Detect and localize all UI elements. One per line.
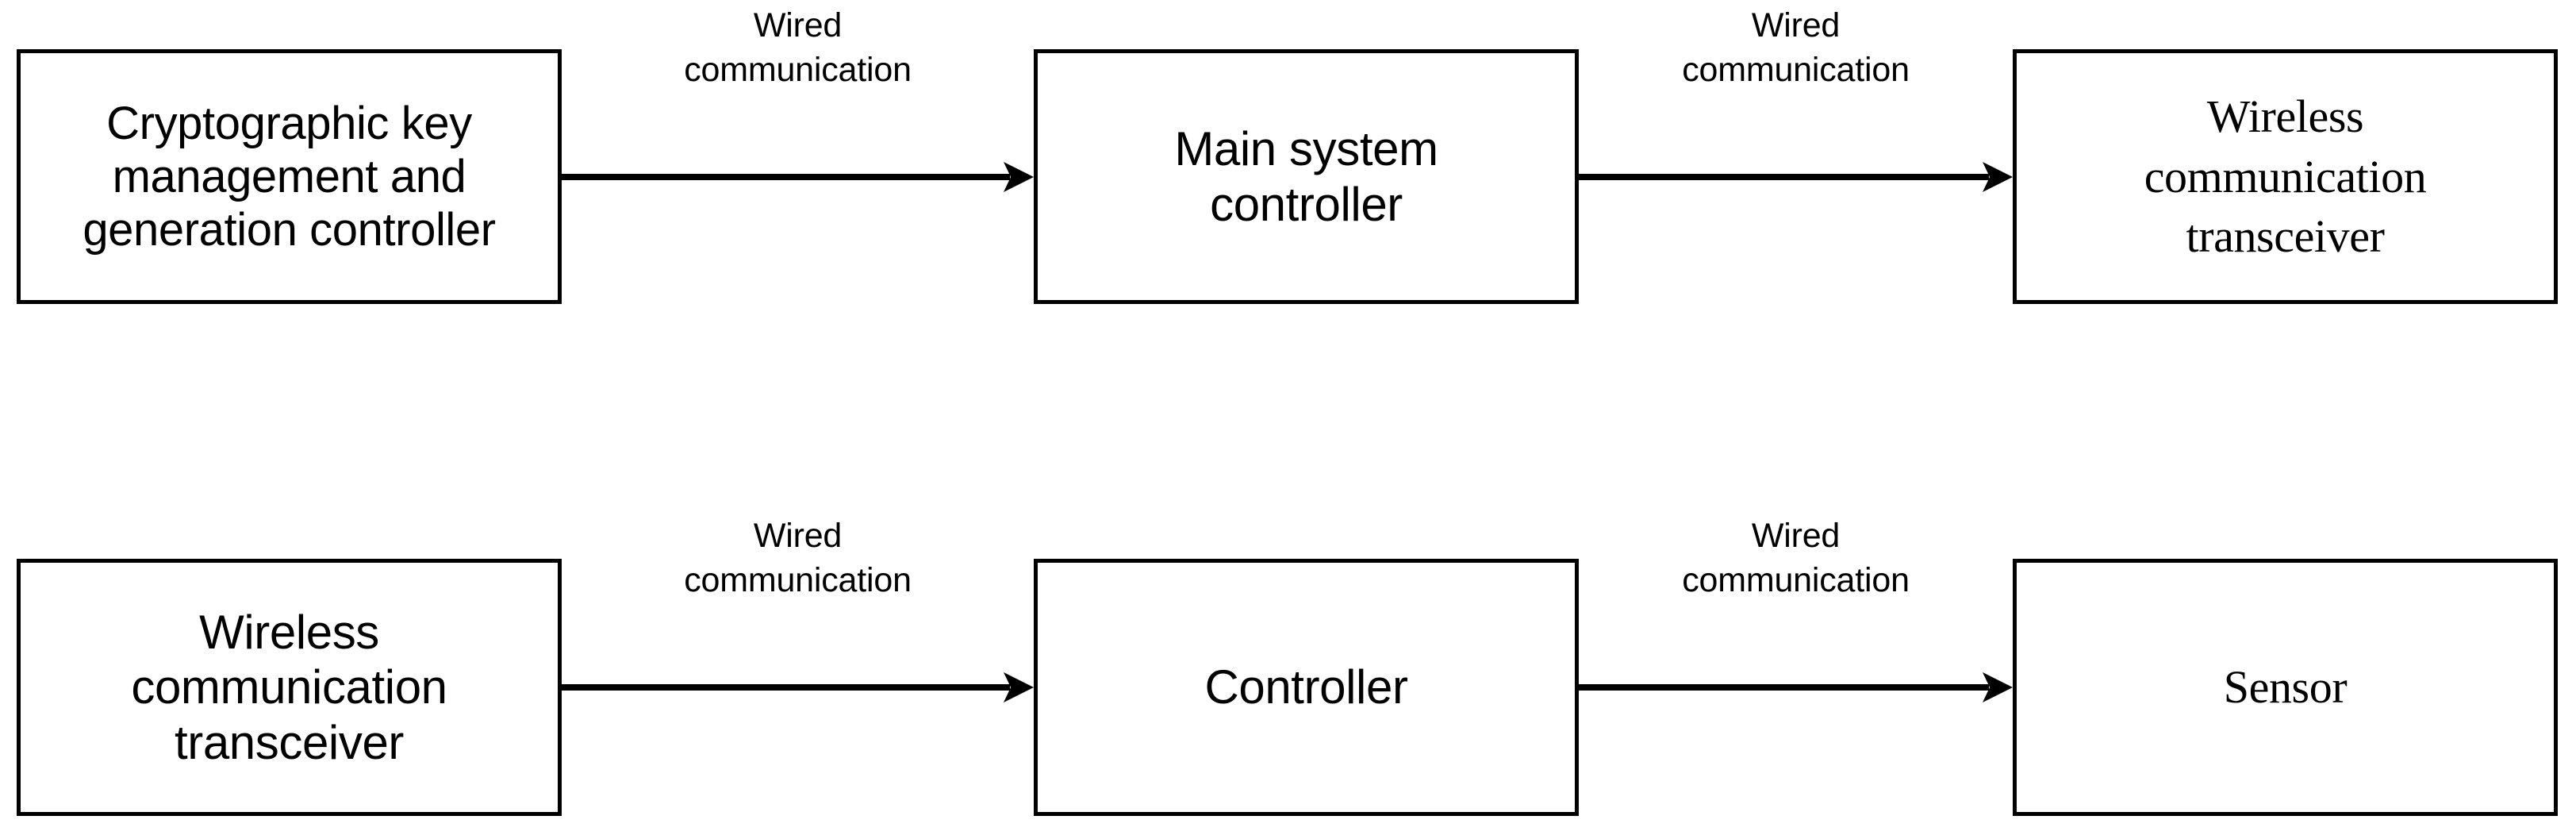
node-label: Wireless communication transceiver — [131, 605, 447, 769]
edge-label-crypto-to-main: Wired communication — [684, 6, 912, 89]
node-controller[interactable]: Controller — [1034, 559, 1579, 816]
node-label: Cryptographic key management and generat… — [83, 97, 496, 256]
node-main-system-controller[interactable]: Main system controller — [1034, 49, 1579, 304]
node-cryptographic-key-management-and-generation-controller[interactable]: Cryptographic key management and generat… — [17, 49, 562, 304]
edge-label-wireless-to-controller: Wired communication — [684, 517, 912, 599]
node-label: Sensor — [2223, 661, 2348, 714]
arrowhead-right-icon — [1979, 160, 2013, 194]
arrowhead-right-icon — [1000, 160, 1034, 194]
arrowhead-right-icon — [1000, 671, 1034, 704]
edge-label-controller-to-sensor: Wired communication — [1682, 517, 1910, 599]
node-label: Controller — [1204, 660, 1408, 714]
node-wireless-communication-transceiver-top[interactable]: Wireless communication transceiver — [2013, 49, 2558, 304]
edge-line — [562, 684, 1010, 691]
node-label: Wireless communication transceiver — [2144, 90, 2427, 263]
node-wireless-communication-transceiver-bottom[interactable]: Wireless communication transceiver — [17, 559, 562, 816]
edge-label-main-to-wireless: Wired communication — [1682, 6, 1910, 89]
edge-line — [1579, 684, 1989, 691]
node-label: Main system controller — [1174, 121, 1438, 231]
edge-line — [562, 174, 1010, 180]
node-sensor[interactable]: Sensor — [2013, 559, 2558, 816]
edge-line — [1579, 174, 1989, 180]
arrowhead-right-icon — [1979, 671, 2013, 704]
